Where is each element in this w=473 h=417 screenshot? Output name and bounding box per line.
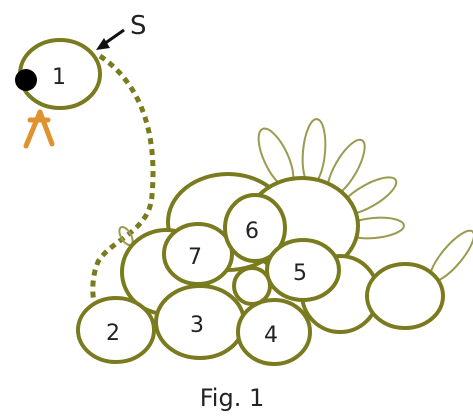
ring-7 <box>162 222 234 286</box>
ring-label-1: 1 <box>52 65 66 90</box>
ring-label-4: 4 <box>264 323 278 348</box>
body-rings <box>76 172 445 366</box>
neck-chain <box>90 53 156 303</box>
start-arrow <box>96 28 125 50</box>
eye <box>15 69 37 91</box>
ring-label-5: 5 <box>293 261 307 286</box>
tail-ring <box>365 262 445 330</box>
ring-6 <box>223 193 287 263</box>
ring-label-6: 6 <box>245 219 259 244</box>
ring-2 <box>76 296 156 364</box>
picot-2 <box>301 118 327 186</box>
ring-label-7: 7 <box>188 245 202 270</box>
start-marker-label: S <box>130 11 147 41</box>
ring-label-3: 3 <box>190 313 204 338</box>
center-ring <box>232 266 272 306</box>
ring-label-2: 2 <box>106 321 120 346</box>
beak-legs <box>23 109 55 149</box>
ring-4 <box>236 298 312 366</box>
figure-caption: Fig. 1 <box>200 384 265 412</box>
ring-5 <box>265 238 341 302</box>
